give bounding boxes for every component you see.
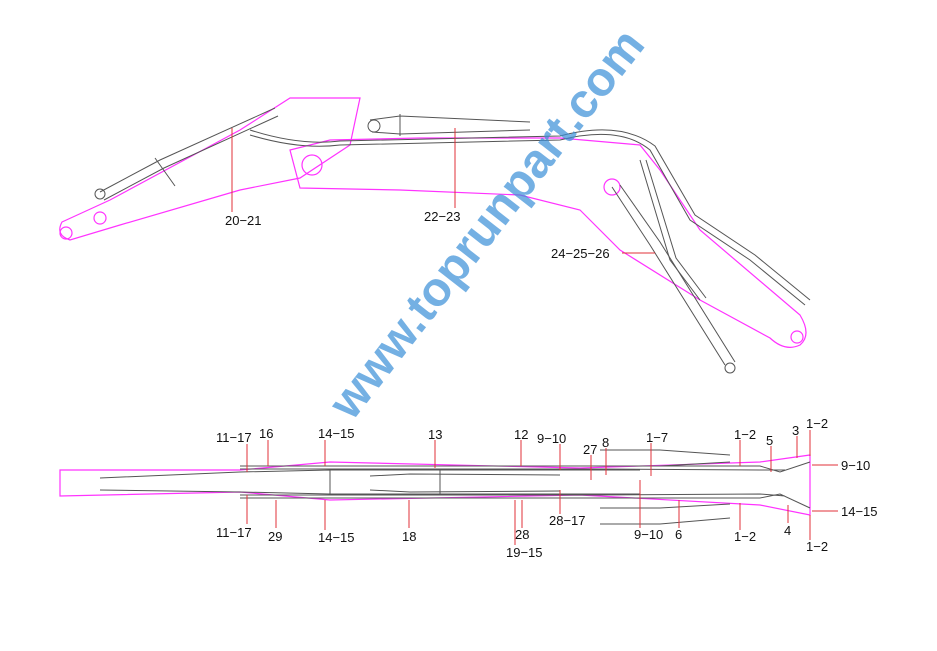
callout-11-17-bottom: 11−17 [216,525,252,540]
callout-16: 16 [259,426,273,441]
callout-8: 8 [602,435,609,450]
hose-pair-lower [240,493,811,509]
callout-1-2-topright: 1−2 [806,416,828,431]
boom-outline [289,137,807,348]
callout-12: 12 [514,427,528,442]
callout-13: 13 [428,427,442,442]
callout-3: 3 [792,423,799,438]
callout-1-2-top: 1−2 [734,427,756,442]
hose-pair-upper [240,461,811,473]
callout-4: 4 [784,523,791,538]
watermark: www.toprunpart.com [318,19,655,429]
callout-27: 27 [583,442,597,457]
callout-9-10-top: 9−10 [537,431,566,446]
arm-tip-pin [59,226,73,240]
callout-28-17: 28−17 [549,513,586,528]
callout-14-15-right: 14−15 [841,504,878,519]
bucket-cylinder [99,107,279,201]
callout-19-15: 19−15 [506,545,543,560]
boom-cylinder-left [600,449,731,467]
callout-24-25-26: 24−25−26 [551,246,610,261]
callout-11-17-top: 11−17 [216,430,252,445]
arm-cylinder-top [369,473,561,493]
callout-14-15-top: 14−15 [318,426,355,441]
arm-pin [93,211,107,225]
callout-1-2-bottom: 1−2 [734,529,756,544]
callout-9-10-right: 9−10 [841,458,870,473]
boom-cyl-pin [603,178,621,196]
hose-run-lower [639,159,707,301]
boom-cylinder [611,184,736,366]
boom-foot-pin [301,154,323,176]
boom-cyl-eye [724,362,736,374]
callout-28: 28 [515,527,529,542]
boom-cylinder-right [600,503,731,525]
callout-6: 6 [675,527,682,542]
callout-20-21: 20−21 [225,213,262,228]
callout-9-10-bottom: 9−10 [634,527,663,542]
callout-29: 29 [268,529,282,544]
callout-22-23: 22−23 [424,209,461,224]
arm-outline [59,97,361,241]
callout-18: 18 [402,529,416,544]
arm-top-body [99,469,640,495]
hose-run-upper [249,129,811,306]
callout-5: 5 [766,433,773,448]
bucket-cyl-eye [94,188,106,200]
callout-1-2-bottomright: 1−2 [806,539,828,554]
side-view-boom-arm [59,97,811,374]
callout-14-15-bottom: 14−15 [318,530,355,545]
side-view-callouts: 20−21 22−23 24−25−26 [225,128,655,261]
arm-cyl-eye [367,119,381,133]
arm-cylinder [369,114,531,136]
top-view-callouts: 11−17 16 14−15 13 12 9−10 27 8 1−7 1−2 5… [216,416,878,560]
boom-end-pin [790,330,804,344]
callout-1-7: 1−7 [646,430,668,445]
